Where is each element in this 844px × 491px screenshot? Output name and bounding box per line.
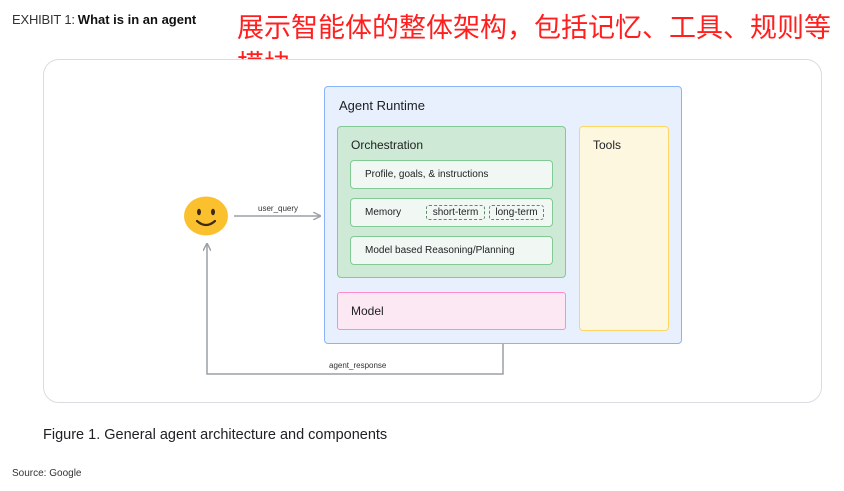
source-note: Source: Google [12,468,82,479]
profile-goals-box: Profile, goals, & instructions [350,160,553,189]
agent-response-arrow [207,244,504,375]
user-query-label: user_query [258,204,299,213]
tools-box [579,126,669,331]
memory-short-term-chip: short-term [426,205,485,220]
memory-label: Memory [365,207,402,218]
figure-caption: Figure 1. General agent architecture and… [43,427,388,443]
smiley-face-icon [184,196,228,236]
exhibit-title: What is in an agent [77,12,197,27]
exhibit-heading: EXHIBIT 1:What is in an agent [12,12,196,27]
tools-label: Tools [593,138,622,152]
model-box: Model [337,292,566,330]
agent-runtime-label: Agent Runtime [339,98,425,113]
memory-long-term-chip: long-term [489,205,544,220]
reasoning-planning-box: Model based Reasoning/Planning [350,236,553,265]
model-label: Model [351,304,384,318]
agent-response-label: agent_response [329,361,387,370]
reasoning-planning-label: Model based Reasoning/Planning [365,245,515,256]
profile-goals-label: Profile, goals, & instructions [365,169,489,180]
exhibit-label: EXHIBIT 1: [12,12,75,27]
chinese-annotation: 展示智能体的整体架构，包括记忆、工具、规则等模块 [237,13,831,81]
orchestration-label: Orchestration [351,138,424,152]
